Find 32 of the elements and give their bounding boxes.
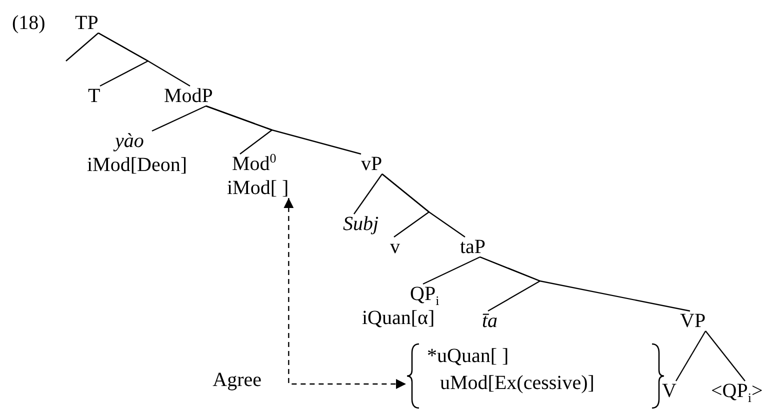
tree-branch-line	[206, 105, 362, 155]
node-label: V	[662, 381, 676, 401]
feature-label: iMod[ ]	[227, 178, 289, 198]
node-label: TP	[75, 13, 98, 33]
tree-branch-line	[705, 330, 746, 382]
edge-label: Agree	[212, 370, 262, 390]
tree-branch-line	[675, 330, 706, 382]
node-label: taP	[460, 237, 486, 257]
tree-branch-line	[480, 256, 690, 312]
node-label: vP	[361, 154, 382, 174]
node-label: t̄a	[482, 311, 498, 331]
tree-branch-line	[422, 256, 480, 285]
feature-label: iQuan[α]	[362, 308, 436, 328]
node-label: QP$_{i}$	[410, 284, 440, 304]
node-label: T	[88, 86, 100, 106]
example-number: (18)	[12, 13, 46, 33]
node-label: v	[390, 237, 400, 257]
feature-label: iMod[Deon]	[87, 155, 187, 175]
node-label: ModP	[164, 86, 213, 106]
node-label: Mod$^{0}$	[232, 154, 278, 174]
tree-branch-line	[382, 174, 466, 238]
tree-branch-line	[98, 32, 190, 87]
tree-branch-line	[66, 32, 99, 62]
tree-branch-line	[152, 105, 206, 132]
node-label: VP	[680, 311, 706, 331]
node-label: Subj	[343, 214, 379, 234]
tree-branch-line	[354, 174, 383, 214]
feature-label: uMod[Ex(cessive)]	[440, 373, 594, 393]
agree-arrow	[284, 198, 406, 389]
feature-label: *uQuan[ ]	[427, 346, 509, 366]
node-label: <QP$_{i}$>	[711, 381, 763, 401]
node-label: yào	[115, 131, 145, 151]
